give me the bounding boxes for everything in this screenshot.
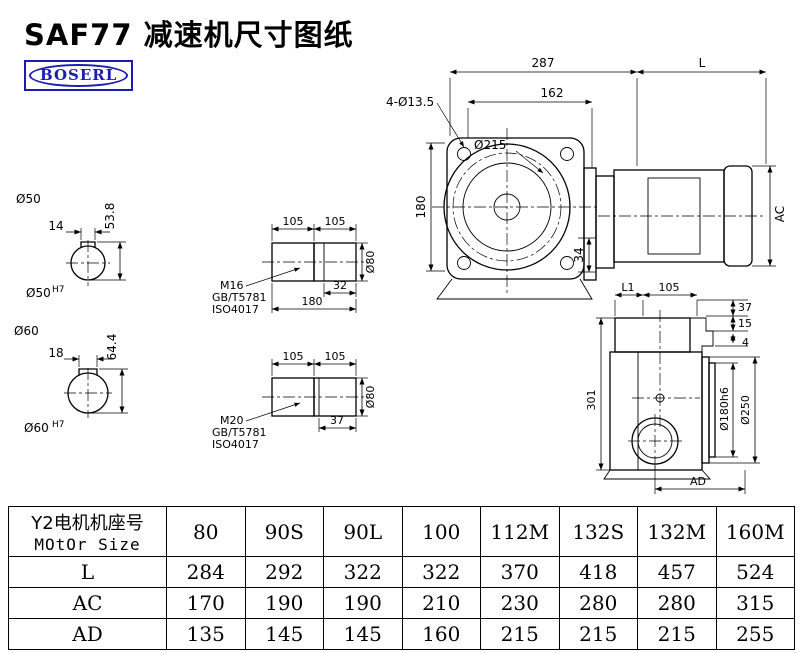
col-header-100: 100 — [401, 506, 481, 557]
dim-15-label: 15 — [738, 317, 752, 330]
table-cell: 524 — [715, 556, 795, 588]
thread-len-37-label: 37 — [330, 414, 344, 427]
shaft20-dia-label: Ø80 — [364, 386, 377, 409]
table-cell: 230 — [480, 587, 560, 619]
dim-l-label: L — [699, 56, 706, 70]
bore60-tolerance-label: H7 — [52, 420, 65, 430]
shaft16-seg2-label: 105 — [325, 215, 346, 228]
dim-4-label: 4 — [742, 336, 749, 349]
dim-287-label: 287 — [532, 56, 555, 70]
table-cell: 322 — [323, 556, 403, 588]
boserl-logo: BOSERL — [24, 60, 134, 91]
shaft16-seg1-label: 105 — [283, 215, 304, 228]
dim-l1-label: L1 — [621, 281, 634, 294]
spigot-dia-label: Ø180h6 — [718, 387, 731, 431]
key-width-18-label: 18 — [48, 346, 63, 360]
bolt-holes-label: 4-Ø13.5 — [386, 95, 434, 109]
bore60-fit-label: Ø60 — [24, 421, 49, 435]
dim-34-label: 34 — [572, 247, 586, 262]
col-header-112m: 112M — [480, 506, 560, 557]
key-height-538-label: 53.8 — [103, 203, 117, 230]
dim-37-label: 37 — [738, 301, 752, 314]
front-view-dimensions: 287 L 162 4-Ø13.5 Ø215 180 34 — [386, 56, 787, 273]
table-cell: 418 — [558, 556, 638, 588]
motor-size-table: Y2电机机座号 MOtOr Size 80 90S 90L 100 112M 1… — [8, 506, 795, 650]
side-view: L1 105 37 15 4 301 Ø180h6 — [585, 281, 760, 494]
thread-m16-label: M16 — [220, 279, 244, 292]
flange-dia-label: Ø215 — [474, 138, 506, 152]
table-cell: 160 — [401, 618, 481, 650]
boserl-logo-text: BOSERL — [29, 64, 129, 87]
col-header-90s: 90S — [244, 506, 324, 557]
dim-ac-label: AC — [773, 206, 787, 222]
dim-301-label: 301 — [585, 390, 598, 411]
page-title: SAF77 减速机尺寸图纸 — [24, 18, 354, 52]
header-cn: Y2电机机座号 — [31, 513, 144, 534]
gb-standard-label: GB/T5781 — [212, 291, 267, 304]
row-label-ac: AC — [8, 587, 167, 619]
table-row-ac: AC 170 190 190 210 230 280 280 315 — [8, 587, 795, 619]
bore50-fit-label: Ø50 — [26, 286, 51, 300]
col-header-132m: 132M — [637, 506, 717, 557]
table-cell: 215 — [558, 618, 638, 650]
key-width-14-label: 14 — [48, 219, 63, 233]
table-cell: 190 — [323, 587, 403, 619]
gb-standard-label2: GB/T5781 — [212, 426, 267, 439]
row-label-l: L — [8, 556, 167, 588]
bore50-label: Ø50 — [16, 192, 41, 206]
table-cell: 215 — [637, 618, 717, 650]
shaft20-seg1-label: 105 — [283, 350, 304, 363]
technical-drawing: 287 L 162 4-Ø13.5 Ø215 180 34 — [14, 56, 787, 494]
dim-ad-label: AD — [690, 475, 706, 488]
dim-105-label: 105 — [659, 281, 680, 294]
shaft-m16: 105 105 M16 GB/T5781 ISO4017 32 180 Ø80 — [212, 215, 377, 316]
table-cell: 215 — [480, 618, 560, 650]
table-cell: 457 — [637, 556, 717, 588]
bore-section-60: Ø60 18 64.4 Ø60 H7 — [14, 324, 128, 435]
iso-standard-label: ISO4017 — [212, 303, 259, 316]
motor — [583, 165, 766, 281]
col-header-80: 80 — [166, 506, 246, 557]
bore60-label: Ø60 — [14, 324, 39, 338]
table-cell: 280 — [637, 587, 717, 619]
bore-section-50: Ø50 14 53.8 Ø50 H7 — [16, 192, 126, 300]
key-height-644-label: 64.4 — [105, 334, 119, 361]
table-row-ad: AD 135 145 145 160 215 215 215 255 — [8, 618, 795, 650]
shaft-m20: 105 105 M20 GB/T5781 ISO4017 37 Ø80 — [212, 350, 377, 451]
col-header-132s: 132S — [558, 506, 638, 557]
flange-dia-250-label: Ø250 — [739, 395, 752, 425]
shaft20-seg2-label: 105 — [325, 350, 346, 363]
table-cell: 292 — [244, 556, 324, 588]
table-header-row: Y2电机机座号 MOtOr Size 80 90S 90L 100 112M 1… — [8, 506, 795, 557]
table-cell: 145 — [244, 618, 324, 650]
side-view-dimensions: L1 105 37 15 4 301 Ø180h6 — [585, 281, 760, 494]
thread-m20-label: M20 — [220, 414, 244, 427]
table-cell: 210 — [401, 587, 481, 619]
thread-len-32-label: 32 — [333, 279, 347, 292]
table-row-l: L 284 292 322 322 370 418 457 524 — [8, 556, 795, 588]
col-header-90l: 90L — [323, 506, 403, 557]
shaft16-length-label: 180 — [302, 295, 323, 308]
table-cell: 322 — [401, 556, 481, 588]
header-en: MOtOr Size — [34, 535, 141, 554]
col-header-160m: 160M — [715, 506, 795, 557]
table-cell: 280 — [558, 587, 638, 619]
table-cell: 370 — [480, 556, 560, 588]
table-cell: 284 — [166, 556, 246, 588]
front-view: 287 L 162 4-Ø13.5 Ø215 180 34 — [386, 56, 787, 300]
table-cell: 135 — [166, 618, 246, 650]
dim-162-label: 162 — [541, 86, 564, 100]
gearbox-housing — [432, 128, 598, 300]
table-cell: 315 — [715, 587, 795, 619]
table-cell: 145 — [323, 618, 403, 650]
table-cell: 170 — [166, 587, 246, 619]
dim-180-label: 180 — [414, 196, 428, 219]
bore50-tolerance-label: H7 — [52, 285, 65, 295]
motor-size-header: Y2电机机座号 MOtOr Size — [8, 506, 167, 557]
table-cell: 255 — [715, 618, 795, 650]
row-label-ad: AD — [8, 618, 167, 650]
iso-standard-label2: ISO4017 — [212, 438, 259, 451]
shaft16-dia-label: Ø80 — [364, 251, 377, 274]
table-cell: 190 — [244, 587, 324, 619]
